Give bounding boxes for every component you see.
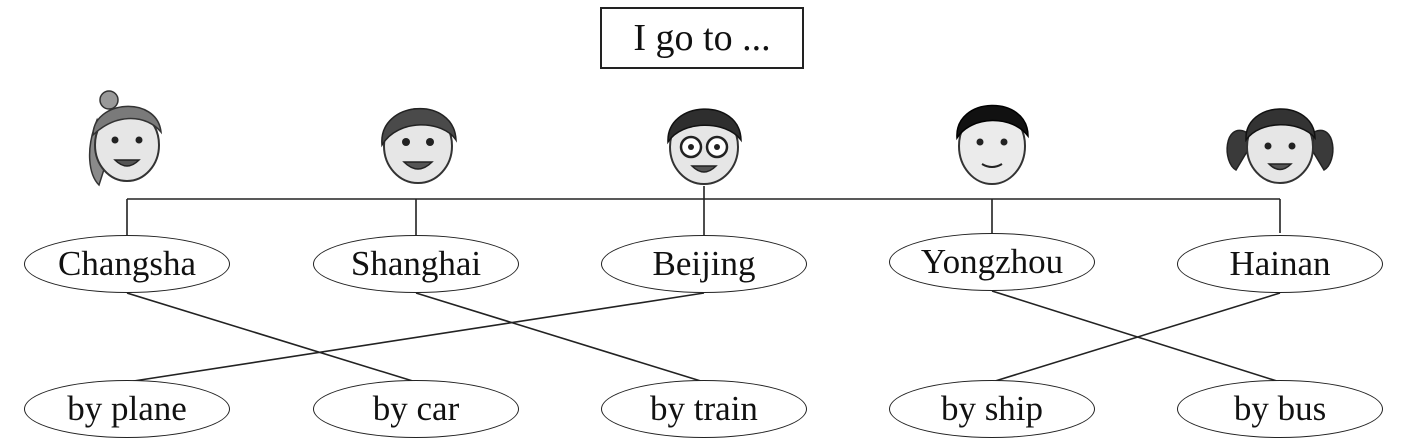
boy-short-hair-icon	[956, 104, 1029, 185]
match-line-4	[991, 290, 1281, 383]
place-changsha: Changsha	[24, 235, 230, 293]
place-yongzhou: Yongzhou	[889, 233, 1095, 291]
transport-by-ship: by ship	[889, 380, 1095, 438]
title-box: I go to ...	[600, 7, 804, 69]
match-line-3	[126, 292, 705, 383]
transport-by-plane: by plane	[24, 380, 230, 438]
transport-by-car: by car	[313, 380, 519, 438]
girl-ponytail-icon	[88, 90, 163, 187]
boy-glasses-icon	[667, 108, 742, 185]
boy-smiling-icon	[381, 107, 457, 184]
place-hainan: Hainan	[1177, 235, 1383, 293]
transport-by-train: by train	[601, 380, 807, 438]
match-lines	[126, 290, 1281, 383]
transport-by-bus: by bus	[1177, 380, 1383, 438]
girl-pigtails-icon	[1226, 108, 1334, 184]
match-line-2	[415, 292, 705, 383]
place-shanghai: Shanghai	[313, 235, 519, 293]
match-line-5	[991, 292, 1281, 383]
match-line-1	[126, 292, 417, 383]
place-beijing: Beijing	[601, 235, 807, 293]
